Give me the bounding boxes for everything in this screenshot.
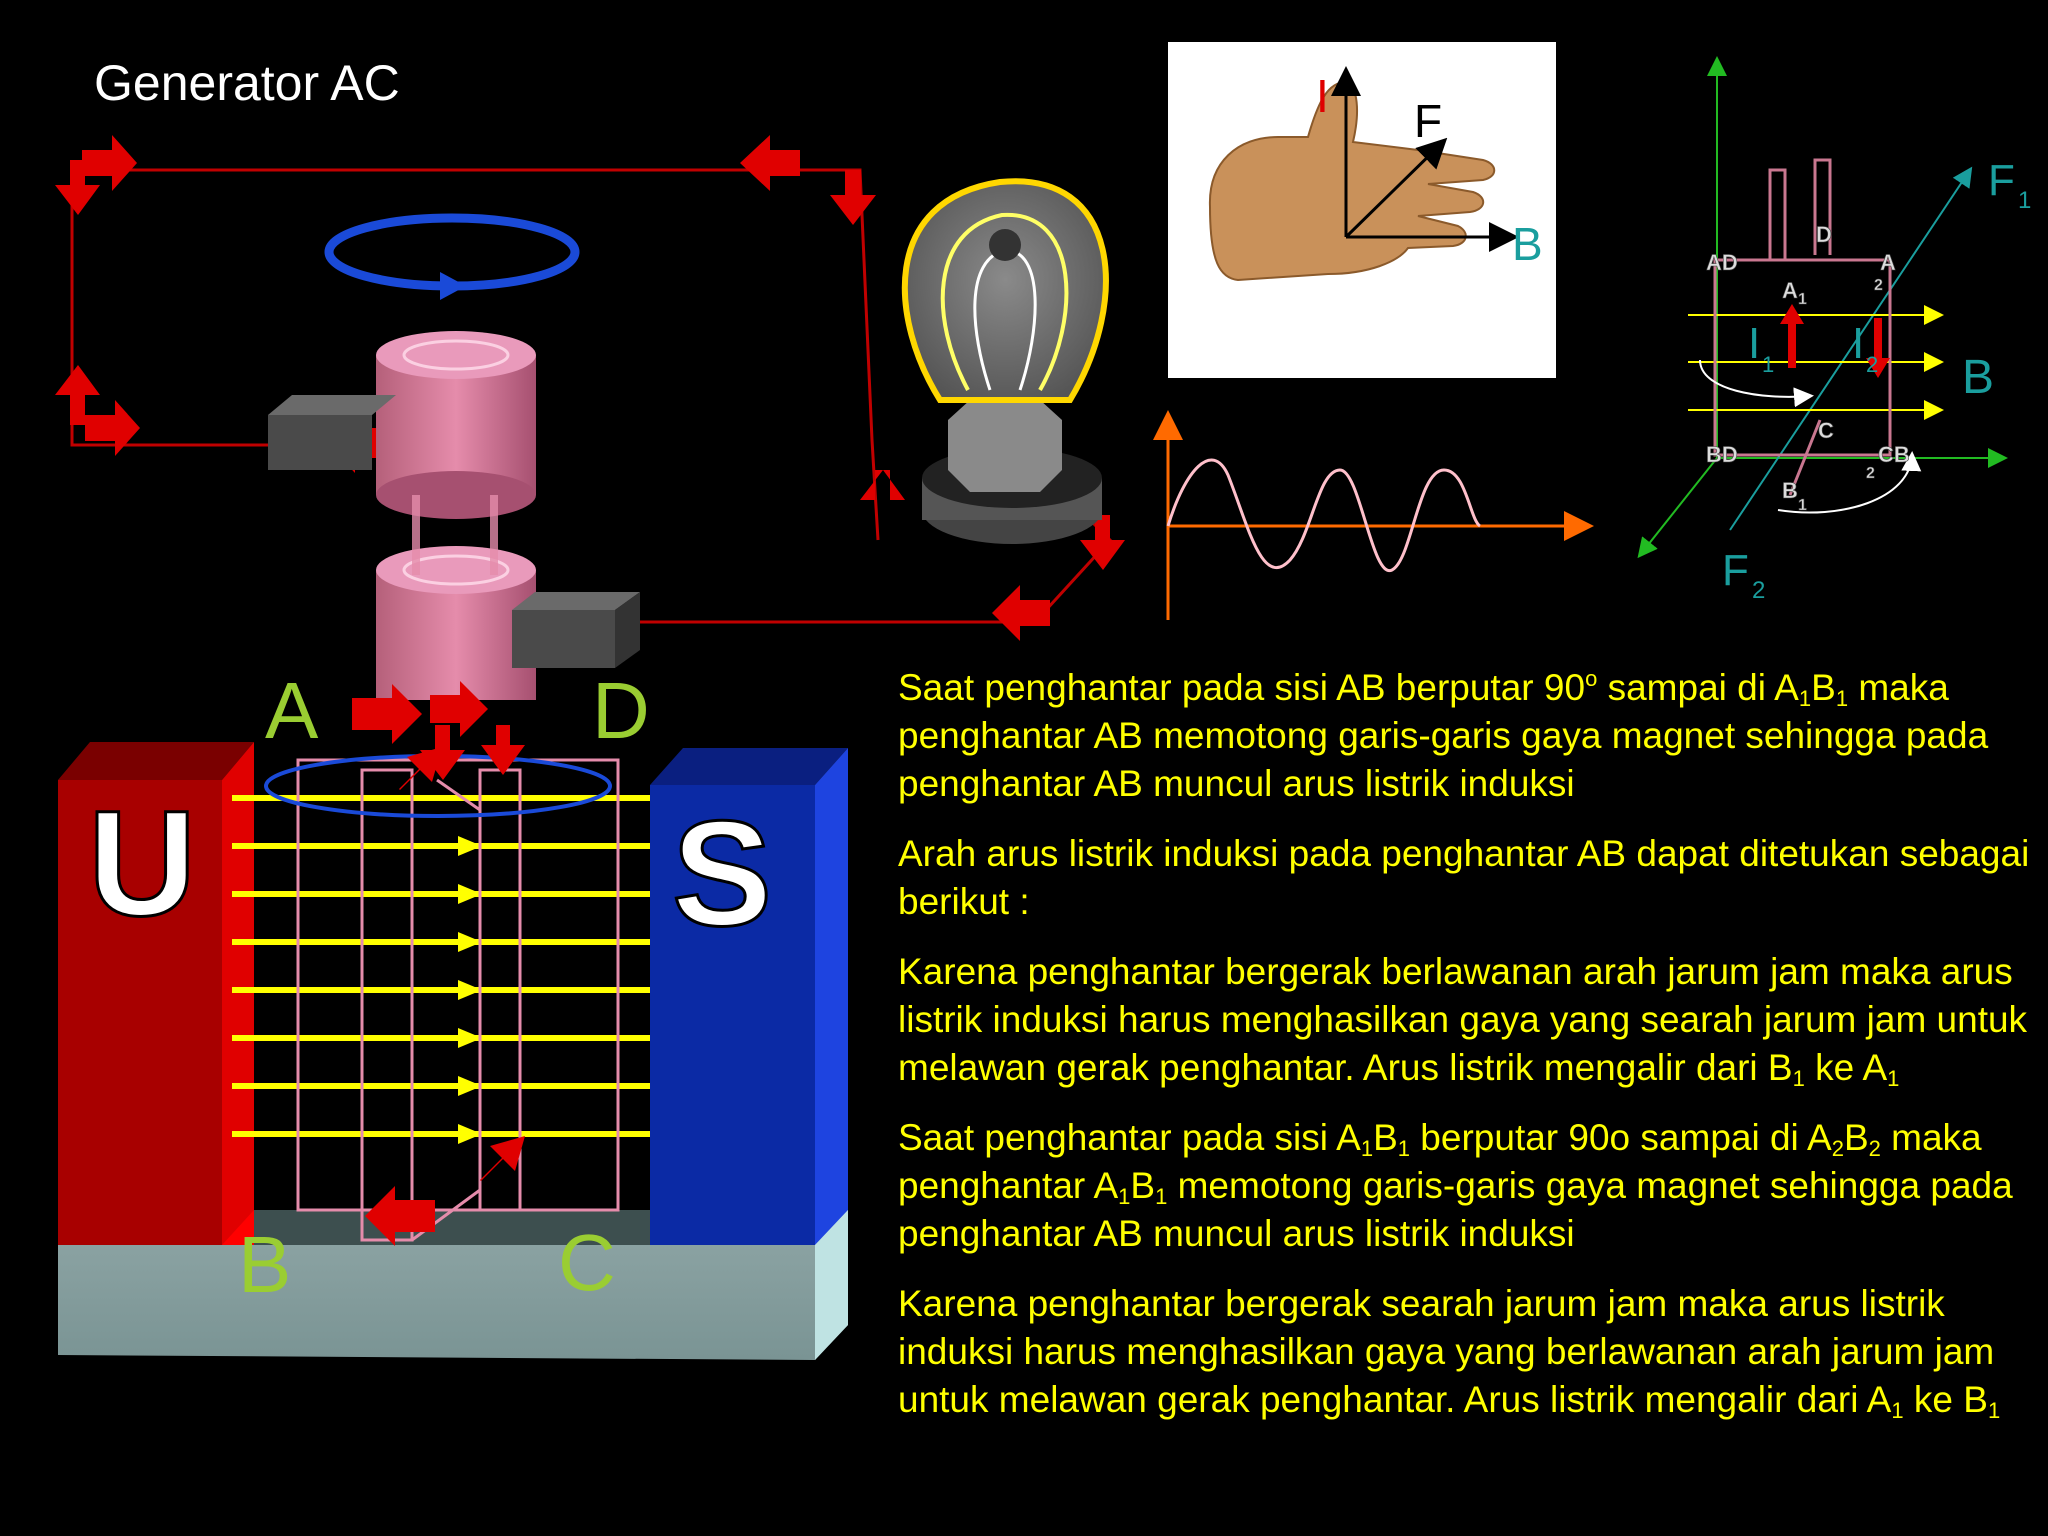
p5-a: Karena penghantar bergerak searah jarum … [898, 1283, 1995, 1420]
p3-a: Karena penghantar bergerak berlawanan ar… [898, 951, 2028, 1088]
label-f2-sub: 2 [1752, 577, 1765, 604]
corner-c: C [1818, 418, 1834, 443]
right-hand-rule-panel: I F B [1168, 42, 1556, 378]
corner-cb-sub: 2 [1866, 465, 1875, 482]
corner-d: D [1816, 222, 1832, 247]
p4-g: memotong garis-garis gaya magnet sehingg… [898, 1165, 2013, 1254]
brushes [268, 395, 640, 668]
p1-c-sub: 1 [1835, 686, 1849, 711]
label-i2: I [1852, 319, 1864, 368]
p4-f: B [1130, 1165, 1156, 1206]
corner-a1-sub: 1 [1798, 291, 1807, 308]
label-i2-sub: 2 [1866, 352, 1878, 377]
force-diagram-labels: F 1 B F 2 I 1 I 2 AD D A 2 A 1 BD C CB 2… [1706, 156, 2032, 604]
slip-rings [376, 331, 536, 700]
field-arrowheads [458, 836, 482, 1144]
hand-label-b: B [1512, 218, 1543, 270]
corner-cb: CB [1878, 442, 1910, 467]
paragraph-2: Arah arus listrik induksi pada penghanta… [898, 833, 2030, 922]
label-c: C [558, 1218, 616, 1307]
p4-f-sub: 1 [1155, 1184, 1168, 1209]
force-diagram [1637, 56, 2008, 559]
corner-bd: BD [1706, 442, 1738, 467]
rotation-indicator [324, 213, 580, 300]
p1-a: Saat penghantar pada sisi AB berputar 90 [898, 667, 1586, 708]
magnet-north [58, 742, 254, 1245]
p3-b: ke A [1804, 1047, 1888, 1088]
label-i1-sub: 1 [1762, 352, 1774, 377]
coil-current-arrows [352, 681, 525, 1246]
explanation-text: Saat penghantar pada sisi AB berputar 90… [898, 664, 2038, 1446]
p4-a-sub: 1 [1360, 1136, 1374, 1161]
label-b-axis: B [1962, 351, 1994, 404]
hand-label-i: I [1316, 70, 1329, 122]
corner-ad: AD [1706, 250, 1738, 275]
paragraph-3: Karena penghantar bergerak berlawanan ar… [898, 948, 2038, 1092]
p4-d-sub: 2 [1868, 1136, 1881, 1161]
coil-labels: A D B C [238, 666, 650, 1309]
sine-graph [1153, 410, 1594, 620]
p1-a-sup: o [1585, 666, 1598, 691]
south-label: S [672, 789, 772, 957]
p4-e-sub: 1 [1118, 1184, 1131, 1209]
magnet-base [58, 1210, 848, 1360]
p1-b-sub: 1 [1798, 686, 1812, 711]
p1-d: maka penghantar AB memotong garis-garis … [898, 667, 1989, 804]
label-b: B [238, 1220, 291, 1309]
label-i1: I [1748, 319, 1760, 368]
light-bulb [901, 178, 1109, 544]
p5-b: ke B [1903, 1379, 1988, 1420]
pole-letters: U S [87, 778, 774, 959]
magnetic-field-lines [232, 795, 650, 1137]
magnet-south [650, 748, 848, 1250]
label-a: A [265, 666, 319, 755]
paragraph-1: Saat penghantar pada sisi AB berputar 90… [898, 664, 2038, 808]
p4-c-sub: 2 [1831, 1136, 1844, 1161]
p4-d: B [1843, 1117, 1869, 1158]
page-title: Generator AC [94, 55, 400, 111]
corner-b1: B [1782, 478, 1798, 503]
hand-label-f: F [1414, 95, 1442, 147]
north-label: U [88, 779, 196, 947]
armature-coil [296, 758, 620, 1242]
p4-e: maka penghantar A [898, 1117, 1982, 1206]
label-f1-sub: 1 [2018, 187, 2031, 214]
corner-b1-sub: 1 [1798, 497, 1807, 514]
corner-a1: A [1782, 278, 1798, 303]
label-f1: F [1988, 156, 2015, 205]
paragraph-4: Saat penghantar pada sisi A1B1 berputar … [898, 1114, 2038, 1258]
label-f2: F [1722, 546, 1749, 595]
p1-b: sampai di A [1597, 667, 1799, 708]
p4-a: Saat penghantar pada sisi A [898, 1117, 1361, 1158]
p4-c: berputar 90o sampai di A [1410, 1117, 1832, 1158]
label-d: D [592, 666, 650, 755]
p1-c: B [1811, 667, 1836, 708]
paragraph-5: Karena penghantar bergerak searah jarum … [898, 1280, 2038, 1424]
p4-b: B [1373, 1117, 1398, 1158]
p3-b-sub: 1 [1887, 1066, 1900, 1091]
p5-b-sub: 1 [1987, 1398, 2001, 1423]
hand-illustration: I F B [1208, 66, 1543, 282]
p4-b-sub: 1 [1397, 1136, 1411, 1161]
corner-a2-sub: 2 [1874, 277, 1883, 294]
p3-a-sub: 1 [1792, 1066, 1805, 1091]
p5-a-sub: 1 [1891, 1398, 1904, 1423]
corner-a2: A [1880, 250, 1896, 275]
